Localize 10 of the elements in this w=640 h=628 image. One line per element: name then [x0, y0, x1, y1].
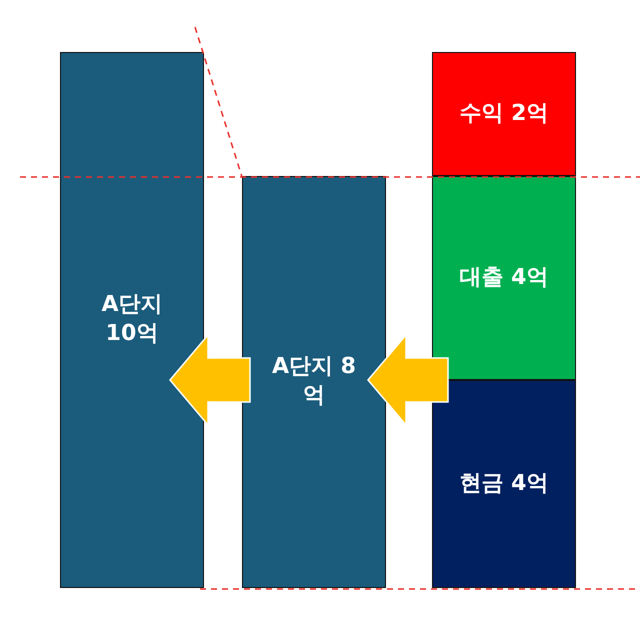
bar-block	[432, 176, 576, 380]
bar-block	[432, 380, 576, 588]
block-label: A단지 8억	[270, 353, 357, 410]
block-label: A단지 10억	[100, 291, 164, 348]
bar-block	[60, 52, 204, 588]
bar-block	[242, 176, 386, 588]
block-label: 수익 2억	[460, 100, 548, 128]
block-label: 현금 4억	[460, 470, 548, 498]
bar-block	[432, 52, 576, 176]
block-label: 대출 4억	[460, 264, 548, 292]
